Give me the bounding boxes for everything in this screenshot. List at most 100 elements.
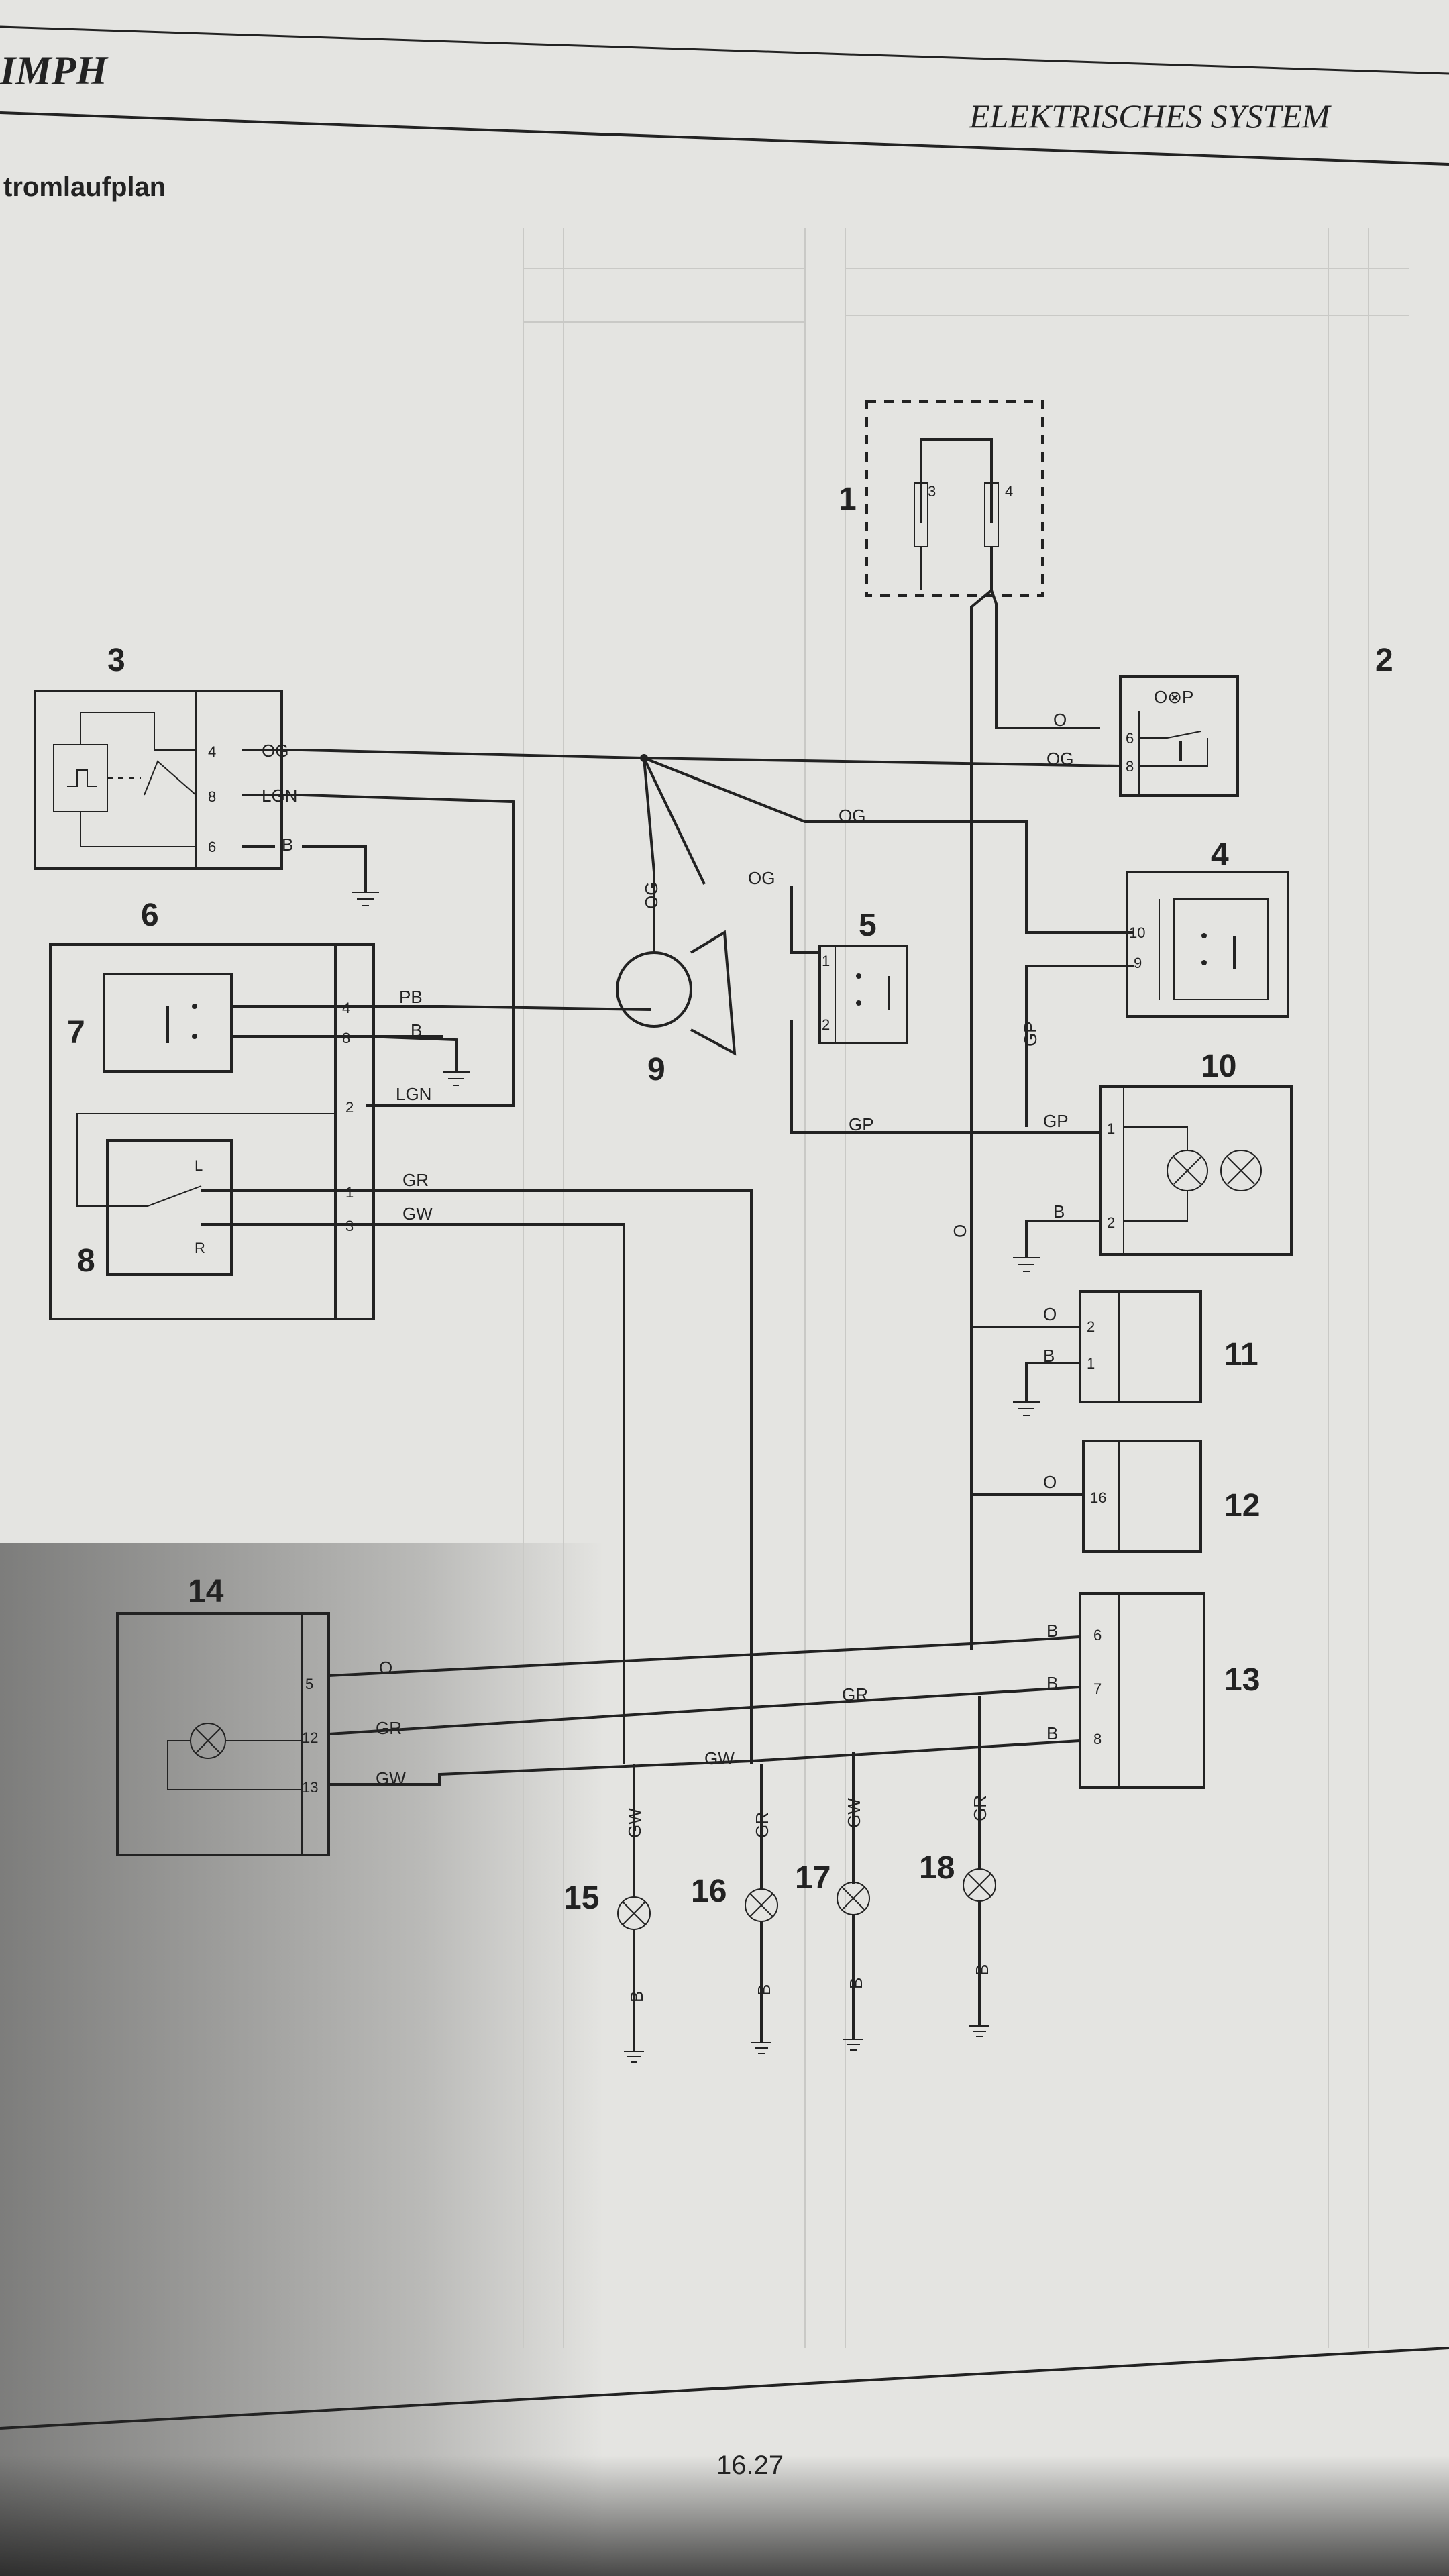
wire-PB — [366, 1005, 651, 1011]
lamp-15 — [617, 1764, 651, 2063]
lamp-16 — [745, 1764, 778, 2054]
brand-logo: IMPH — [0, 48, 109, 93]
wire-label-b-c11: B — [1043, 1346, 1055, 1366]
component-number-10: 10 — [1201, 1049, 1236, 1084]
fuse-label-3: 3 — [928, 483, 936, 500]
component-8-box — [106, 1139, 233, 1276]
c4-pin-9: 9 — [1134, 955, 1142, 971]
wire-label-gw-harness: GW — [704, 1748, 735, 1768]
c5-contact-a — [856, 973, 861, 979]
wire-label-gw-15: GW — [625, 1808, 645, 1838]
c3-relay-contact — [144, 760, 197, 796]
wire-LGN — [301, 794, 515, 1107]
component-5-box — [818, 945, 908, 1044]
component-number-17: 17 — [795, 1860, 830, 1896]
horn-body — [616, 951, 692, 1028]
fuse-label-4: 4 — [1005, 483, 1013, 500]
footer-rule — [0, 2347, 1449, 2430]
c3-pulse-icon — [67, 769, 97, 787]
ground-c11 — [1013, 1401, 1040, 1416]
wire-label-o-c12: O — [1043, 1472, 1057, 1492]
c2-switch — [1139, 731, 1201, 739]
wire-OG-to-c9 — [643, 757, 655, 953]
wire-label-lgn-c6: LGN — [396, 1084, 431, 1104]
wire-GP-c4 — [1025, 965, 1134, 1127]
component-number-5: 5 — [859, 908, 877, 943]
wire-label-gp-c10: GP — [1043, 1111, 1069, 1131]
component-number-14: 14 — [188, 1574, 224, 1609]
header-top-rule — [0, 25, 1449, 75]
c14-pin-5: 5 — [305, 1676, 313, 1693]
c4-pin-10: 10 — [1129, 924, 1145, 941]
component-2-box — [1119, 675, 1239, 797]
c12-pin-16: 16 — [1090, 1489, 1106, 1506]
c5-contact-b — [856, 1000, 861, 1006]
c6-pin-4: 4 — [342, 1000, 350, 1016]
c3-wire-b — [80, 812, 196, 847]
c2-switch-b — [1139, 738, 1208, 767]
component-number-8: 8 — [77, 1243, 95, 1279]
c2-symbol: O⊗P — [1154, 687, 1193, 707]
wire-c5-feed — [790, 885, 820, 954]
wire-label-b-c13-8: B — [1046, 1723, 1058, 1743]
wire-label-gr-18: GR — [970, 1795, 990, 1821]
main-feed-O — [970, 589, 993, 1644]
c6-pin-1: 1 — [345, 1184, 354, 1201]
component-number-9: 9 — [647, 1052, 665, 1087]
page-subtitle: tromlaufplan — [3, 172, 166, 202]
c5-pin-1: 1 — [822, 953, 830, 969]
wire-OG-main — [301, 749, 1121, 767]
wire-GR-c14 — [328, 1686, 1081, 1735]
c11-pin-1: 1 — [1087, 1355, 1095, 1372]
c2-pin-6: 6 — [1126, 730, 1134, 747]
component-14-box — [116, 1612, 330, 1856]
bottom-shadow — [0, 2455, 1449, 2576]
lamp-18 — [963, 1696, 996, 2037]
component-number-16: 16 — [691, 1874, 727, 1909]
c4-contact-a — [1201, 933, 1207, 938]
component-number-1: 1 — [839, 482, 857, 517]
wire-label-og-c4: OG — [839, 806, 865, 826]
component-number-2: 2 — [1375, 643, 1393, 678]
wire-GW-c8 — [366, 1223, 625, 1764]
c4-contact-b — [1201, 960, 1207, 965]
c13-pin-6: 6 — [1093, 1627, 1102, 1644]
c13-pin-8: 8 — [1093, 1731, 1102, 1748]
component-7-box — [103, 973, 233, 1073]
ground-c3 — [352, 892, 379, 906]
component-number-11: 11 — [1224, 1337, 1258, 1373]
component-13-box — [1079, 1592, 1205, 1789]
wire-label-gr-c8: GR — [402, 1170, 429, 1190]
switch-mark-l: L — [195, 1157, 203, 1174]
wire-B-c7 — [365, 1035, 458, 1072]
c10-lamp-2 — [1220, 1150, 1262, 1191]
c6-pin-2: 2 — [345, 1099, 354, 1116]
c3-module — [53, 744, 108, 812]
wire-label-gw-c14: GW — [376, 1768, 406, 1788]
component-number-13: 13 — [1224, 1662, 1260, 1698]
ground-c10 — [1013, 1257, 1040, 1272]
c13-pin-7: 7 — [1093, 1680, 1102, 1697]
wire-label-b-15: B — [627, 1991, 647, 2002]
wire-label-b-c13-6: B — [1046, 1621, 1058, 1641]
wire-label-gr-16: GR — [752, 1812, 772, 1838]
c14-lamp-cross — [195, 1728, 221, 1754]
component-number-15: 15 — [564, 1880, 599, 1916]
c14-pin-13: 13 — [302, 1779, 318, 1796]
c3-pin-8: 8 — [208, 788, 216, 805]
component-6-box — [49, 943, 375, 1320]
c3-pin-4: 4 — [208, 743, 216, 760]
component-4-box — [1126, 871, 1289, 1018]
ground-c7 — [443, 1071, 470, 1086]
wire-OG-to-c5 — [643, 757, 706, 885]
c6-pin-3: 3 — [345, 1218, 354, 1234]
c10-lamp-return — [1124, 1191, 1188, 1222]
wire-label-gp-c5: GP — [849, 1114, 874, 1134]
wire-label-gr-c14: GR — [376, 1718, 402, 1738]
wire-label-b-18: B — [972, 1964, 992, 1976]
component-number-3: 3 — [107, 643, 125, 678]
wire-label-gp-c4: GP — [1020, 1021, 1040, 1046]
wire-label-gw-c8: GW — [402, 1203, 433, 1224]
wire-label-o-main: O — [950, 1224, 970, 1238]
